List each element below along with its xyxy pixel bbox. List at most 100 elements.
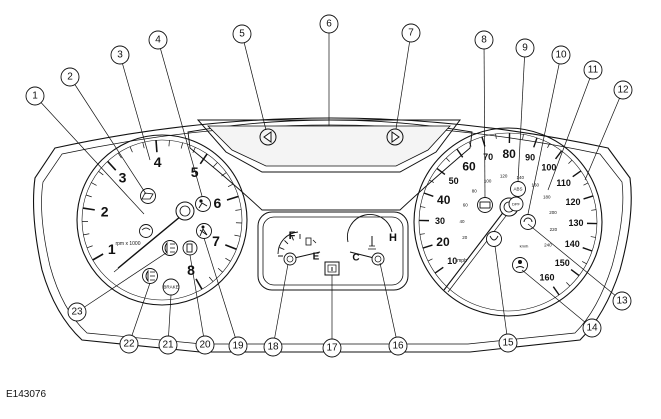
- speedometer-tick: [435, 267, 443, 273]
- callout-label: 7: [408, 28, 414, 39]
- dpf-warning-icon: DPF: [509, 197, 523, 211]
- tachometer-tick: [213, 162, 217, 166]
- speedometer-kmh-label: 240: [544, 243, 552, 248]
- tachometer-tick: [234, 235, 240, 236]
- callout-label: 19: [232, 341, 244, 352]
- callout-label: 9: [522, 43, 528, 54]
- tachometer-tick: [87, 246, 93, 248]
- speedometer-tick: [584, 196, 594, 199]
- speedometer-kmh-label: 60: [463, 202, 469, 207]
- callout-label: 18: [267, 342, 279, 353]
- callout-label: 15: [502, 338, 514, 349]
- speedometer-tick: [457, 149, 463, 157]
- temp-hot-label: H: [389, 232, 397, 244]
- callout-label: 20: [199, 340, 211, 351]
- callout-label: 1: [32, 91, 38, 102]
- rear-fog-lamp-icon: [143, 269, 158, 284]
- callout-label: 22: [123, 339, 135, 350]
- tachometer-tick: [181, 143, 183, 149]
- tachometer-tick: [91, 183, 96, 186]
- speedometer-mph-label: 150: [555, 258, 570, 268]
- speedometer-tick: [583, 248, 592, 251]
- speedometer-tick: [571, 270, 579, 276]
- stability-control-warning-icon: [513, 258, 528, 273]
- callout-label: 11: [588, 65, 599, 76]
- callout-label: 2: [67, 72, 73, 83]
- speedometer-mph-label: 90: [525, 153, 535, 163]
- speedometer-mph-label: 120: [566, 197, 581, 207]
- tachometer-tick: [130, 147, 132, 152]
- callout-label: 14: [586, 323, 598, 334]
- speedometer-tick: [566, 282, 569, 286]
- speedometer-tick: [583, 183, 587, 185]
- speedometer-mph-label: 10: [447, 256, 457, 266]
- speedometer-mph-label: 80: [503, 147, 517, 161]
- speedometer-kmh-label: 20: [462, 235, 468, 240]
- speedometer-mph-label: 50: [449, 176, 459, 186]
- tachometer-unit: rpm x 1000: [115, 241, 140, 247]
- tachometer-label: 8: [187, 262, 195, 278]
- speedometer-tick: [420, 207, 425, 208]
- speedometer-mph-label: 60: [462, 159, 476, 173]
- tachometer-tick: [218, 268, 223, 272]
- brake-warning-icon: BRAKE: [163, 279, 179, 295]
- callout-label: 4: [155, 35, 161, 46]
- speedometer-tick: [423, 245, 433, 248]
- information-icon: [325, 262, 339, 275]
- airbag-warning-icon: [196, 197, 211, 212]
- tachometer-tick: [143, 142, 144, 148]
- tachometer-label: 7: [212, 233, 220, 249]
- battery-charge-warning-icon: [478, 198, 493, 213]
- tachometer-label: 4: [154, 154, 162, 170]
- tachometer-tick: [83, 234, 89, 235]
- speedometer-kmh-label: 120: [500, 174, 508, 179]
- tachometer-tick: [156, 140, 157, 152]
- tachometer-tick: [169, 140, 170, 146]
- coolant-temperature-gauge: H C: [347, 214, 397, 265]
- speedometer-tick: [582, 261, 586, 263]
- speedometer-kmh-unit: km/h: [520, 244, 529, 249]
- tachometer-tick: [225, 245, 236, 249]
- tachometer-needle: [118, 210, 188, 268]
- speedometer-mph-label: 130: [568, 218, 583, 228]
- figure-id: E143076: [6, 389, 46, 400]
- speedometer-kmh-label: 40: [459, 219, 465, 224]
- fuel-low-warning-icon: [183, 241, 197, 255]
- callout-label: 16: [392, 341, 404, 352]
- tachometer-tick: [196, 279, 202, 289]
- headlamp-warning-icon: [163, 241, 178, 256]
- powertrain-warning-icon: [521, 215, 536, 230]
- tachometer-tick: [200, 154, 207, 164]
- speedometer-tick: [428, 259, 432, 261]
- seatbelt-warning-icon: [197, 224, 212, 239]
- tachometer-tick: [99, 171, 104, 175]
- speedometer-tick: [424, 193, 433, 196]
- coolant-temperature-icon: [368, 236, 376, 249]
- tyre-pressure-warning-icon: [487, 232, 502, 247]
- tachometer-label: 3: [119, 169, 127, 185]
- speedometer-kmh-label: 180: [543, 195, 551, 200]
- speedometer-tick: [523, 134, 524, 139]
- callout-label: 8: [481, 35, 487, 46]
- speedometer-needle: [444, 206, 508, 290]
- tachometer-tick: [235, 210, 241, 211]
- speedometer-kmh-label: 140: [517, 175, 525, 180]
- tachometer-tick: [93, 254, 103, 260]
- speedometer-mph-label: 30: [435, 216, 445, 226]
- tachometer-label: 6: [214, 195, 222, 211]
- speedometer-tick: [568, 160, 572, 163]
- brake-warning-text: BRAKE: [163, 285, 178, 290]
- speedometer-mph-label: 40: [437, 193, 451, 207]
- speedometer-tick: [591, 237, 596, 238]
- tachometer-tick: [108, 161, 116, 170]
- dpf-warning-text: DPF: [512, 202, 521, 207]
- callout-label: 17: [326, 343, 338, 354]
- tachometer-label: 5: [191, 164, 199, 180]
- callout-label: 13: [616, 296, 628, 307]
- tachometer-tick: [225, 258, 230, 261]
